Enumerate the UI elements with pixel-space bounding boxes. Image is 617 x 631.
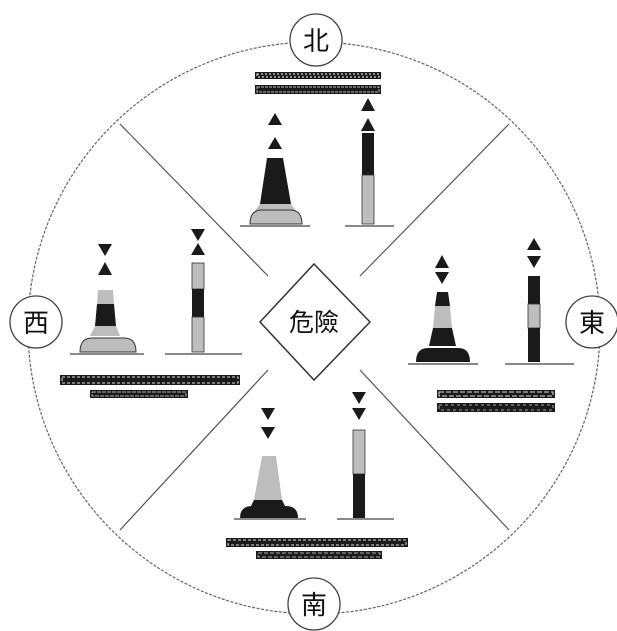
west-quadrant [60,229,242,398]
south-label: 南 [301,591,327,621]
east-stripe-bars [437,390,555,412]
west-topmark-buoy [70,244,144,354]
west-label: 西 [23,309,49,339]
center-label: 危險 [289,308,339,337]
north-label-group: 北 [290,14,342,66]
south-label-group: 南 [288,578,340,630]
south-topmark-buoy [234,408,306,519]
east-topmark-buoy [408,255,478,364]
west-topmark-beacon [165,229,242,354]
east-label: 東 [579,309,605,339]
south-quadrant [226,392,408,559]
north-label: 北 [303,27,329,57]
east-label-group: 東 [566,296,617,348]
south-topmark-beacon [337,392,394,519]
south-stripe-bars [226,538,408,559]
west-stripe-bars [60,375,240,398]
north-quadrant [240,72,394,226]
east-quadrant [408,238,574,412]
north-topmark-buoy [240,113,310,226]
west-label-group: 西 [10,296,62,348]
north-topmark-beacon [345,98,394,226]
north-stripe-bars [255,72,381,94]
divider-ne [360,124,509,276]
east-topmark-beacon [505,238,574,364]
center-danger-mark: 危險 [260,264,370,380]
